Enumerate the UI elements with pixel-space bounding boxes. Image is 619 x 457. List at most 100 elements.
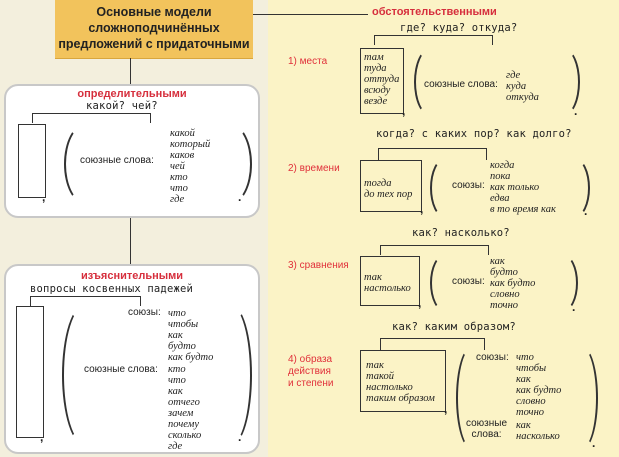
comparison-left-list: так настолько	[364, 272, 411, 294]
explanatory-heading: изъяснительными	[80, 270, 184, 282]
list-item: словно	[490, 289, 520, 300]
list-item: сколько	[168, 430, 202, 441]
list-item: как	[516, 420, 531, 431]
explanatory-words-label: союзные слова:	[84, 364, 158, 375]
arrow-line	[374, 35, 375, 45]
place-mid-label: союзные слова:	[424, 79, 498, 90]
manner-conj-list: что чтобы как как будто словно точно	[516, 352, 561, 418]
main-clause-bracket	[360, 256, 420, 306]
list-item: как	[168, 330, 183, 341]
arrow-line	[484, 338, 485, 350]
main-clause-bracket	[360, 48, 404, 114]
list-item: настолько	[364, 283, 411, 294]
attributive-label: союзные слова:	[80, 155, 154, 166]
comma: ,	[444, 402, 448, 416]
arrow-line	[140, 296, 141, 306]
arrow-line	[378, 148, 379, 160]
manner-left-list: так такой настолько таким образом	[366, 360, 435, 404]
left-paren	[414, 48, 446, 116]
list-item: до тех пор	[364, 189, 413, 200]
list-item: туда	[364, 63, 387, 74]
page-title: Основные модели сложноподчинённых предло…	[58, 5, 250, 51]
list-item: куда	[506, 81, 527, 92]
list-item: где	[168, 441, 183, 452]
arrow-line	[374, 35, 492, 36]
list-item: кто	[170, 172, 188, 183]
right-paren	[548, 48, 580, 116]
comparison-label: 3) сравнения	[288, 260, 349, 271]
right-paren	[566, 346, 598, 450]
list-item: почему	[168, 419, 199, 430]
time-left-list: тогда до тех пор	[364, 178, 412, 200]
left-paren	[456, 346, 488, 450]
list-item: в то время как	[490, 204, 556, 215]
attributive-word-list: какой который каков чей кто что где	[170, 128, 210, 205]
list-item: какой	[170, 128, 195, 139]
list-item: как	[168, 386, 183, 397]
list-item: так	[364, 272, 382, 283]
right-paren	[560, 158, 590, 218]
left-paren	[430, 158, 460, 218]
connector-line	[130, 216, 131, 264]
arrow-line	[150, 113, 151, 123]
explanatory-question: вопросы косвенных падежей	[30, 283, 194, 295]
list-item: как будто	[490, 278, 536, 289]
list-item: зачем	[168, 408, 194, 419]
manner-question: как? каким образом?	[392, 321, 516, 333]
period: .	[574, 104, 578, 118]
period: .	[238, 190, 242, 204]
list-item: чтобы	[516, 363, 547, 374]
list-item: где	[506, 70, 521, 81]
place-right-list: где куда откуда	[506, 70, 539, 103]
period: .	[584, 204, 588, 218]
comma: ,	[402, 104, 406, 118]
list-item: точно	[516, 407, 545, 418]
connector-line	[130, 58, 131, 84]
comma: ,	[42, 190, 46, 204]
time-mid-label: союзы:	[452, 180, 485, 191]
main-clause-bracket	[360, 160, 422, 212]
adverbial-heading: обстоятельственными	[372, 6, 497, 18]
period: .	[592, 436, 596, 450]
list-item: такой	[366, 371, 394, 382]
list-item: как будто	[516, 385, 562, 396]
list-item: будто	[168, 341, 196, 352]
list-item: чтобы	[168, 319, 199, 330]
comparison-mid-label: союзы:	[452, 276, 485, 287]
list-item: словно	[516, 396, 546, 407]
manner-word-list: как насколько	[516, 420, 560, 442]
list-item: что	[516, 352, 534, 363]
arrow-line	[492, 35, 493, 45]
main-clause-bracket	[18, 124, 46, 198]
arrow-line	[380, 245, 488, 246]
list-item: насколько	[516, 431, 560, 442]
list-item: пока	[490, 171, 511, 182]
time-question: когда? с каких пор? как долго?	[376, 128, 572, 140]
period: .	[238, 430, 242, 444]
explanatory-conj-list: что чтобы как будто как будто	[168, 308, 213, 363]
explanatory-word-list: кто что как отчего зачем почему сколько …	[168, 364, 201, 452]
list-item: как	[516, 374, 531, 385]
main-clause-bracket	[360, 350, 446, 412]
list-item: везде	[364, 96, 388, 107]
list-item: отчего	[168, 397, 200, 408]
list-item: оттуда	[364, 74, 400, 85]
place-label: 1) места	[288, 56, 328, 67]
list-item: где	[170, 194, 185, 205]
title-box	[55, 0, 253, 59]
list-item: что	[168, 308, 186, 319]
list-item: что	[168, 375, 186, 386]
arrow-line	[380, 338, 381, 350]
list-item: всюду	[364, 85, 391, 96]
arrow-line	[30, 296, 31, 306]
comma: ,	[40, 430, 44, 444]
right-paren	[548, 254, 578, 312]
comma: ,	[418, 296, 422, 310]
list-item: когда	[490, 160, 515, 171]
list-item: который	[170, 139, 211, 150]
manner-label: 4) образа действия и степени	[288, 354, 334, 389]
main-clause-bracket	[16, 306, 44, 438]
list-item: там	[364, 52, 384, 63]
arrow-line	[378, 148, 486, 149]
list-item: тогда	[364, 178, 392, 189]
